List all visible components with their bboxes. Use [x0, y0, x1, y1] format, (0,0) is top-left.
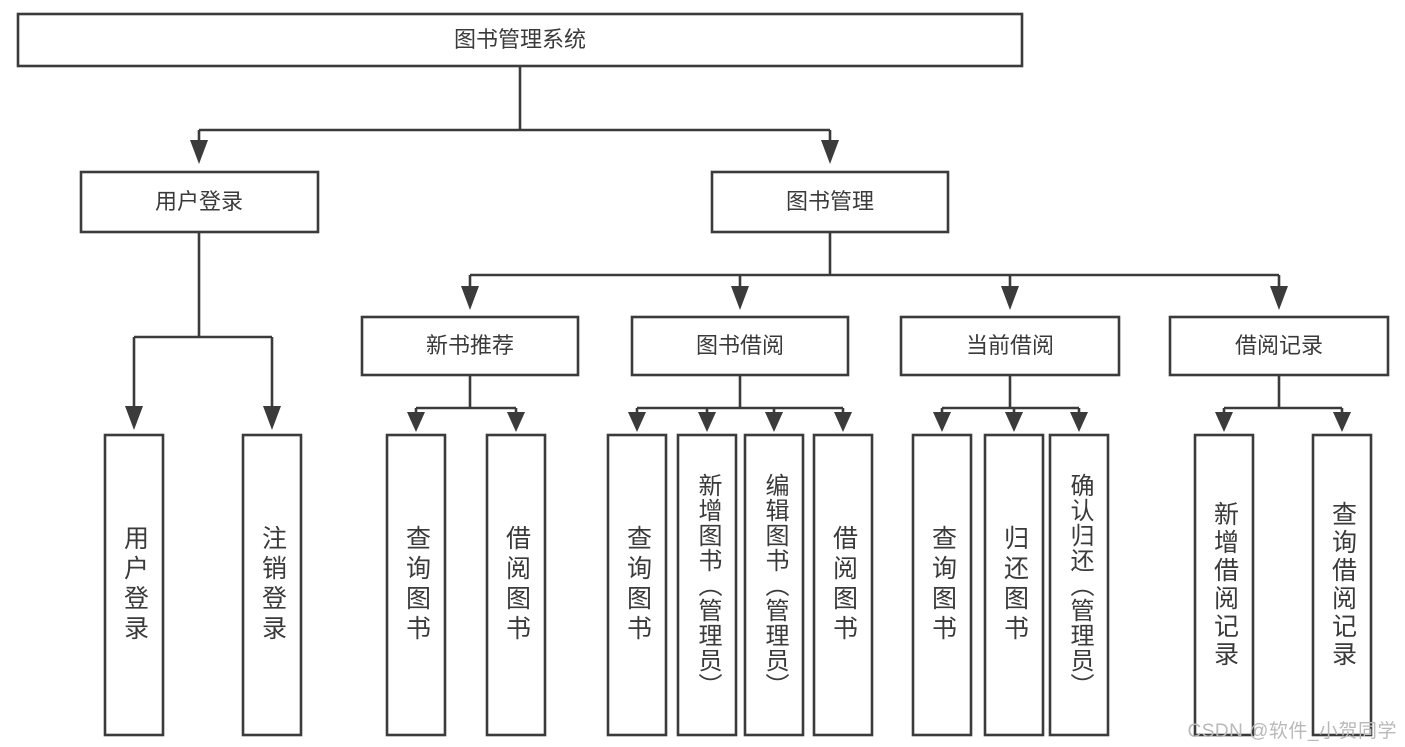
arrow-head-nb-query-book — [407, 412, 425, 432]
arrow-head-leaf-logout — [263, 406, 281, 430]
connector-group-new-book-to-leaves — [407, 375, 525, 432]
connector-group-book-borrow-to-leaves — [628, 375, 852, 432]
arrow-head-bb-edit-book — [765, 412, 783, 432]
arrow-head-new-book — [461, 286, 479, 310]
leaf-box-br-query-record[interactable] — [1311, 433, 1373, 737]
arrow-head-bb-borrow-book — [834, 412, 852, 432]
connector-group-root-to-level2 — [190, 66, 839, 164]
node-book-borrow-label: 图书借阅 — [696, 333, 784, 358]
arrow-head-book-borrow — [731, 286, 749, 310]
leaf-box-cb-return-book[interactable] — [983, 433, 1045, 737]
leaf-box-br-add-record[interactable] — [1193, 433, 1255, 737]
node-book-management-label: 图书管理 — [786, 189, 874, 214]
leaf-box-bb-edit-book[interactable] — [743, 433, 805, 737]
leaf-box-bb-query-book[interactable] — [606, 433, 668, 737]
leaf-box-cb-query-book[interactable] — [911, 433, 973, 737]
arrow-head-br-add-record — [1215, 412, 1233, 432]
connector-group-borrow-record-to-leaves — [1215, 375, 1351, 432]
leaf-boxes-group — [103, 433, 1373, 737]
node-borrow-record-box[interactable] — [1168, 315, 1390, 377]
node-book-borrow[interactable]: 图书借阅 — [630, 315, 850, 377]
arrow-head-cb-return-book — [1005, 412, 1023, 432]
arrow-head-cb-query-book — [933, 412, 951, 432]
leaf-box-bb-add-book[interactable] — [676, 433, 738, 737]
node-book-borrow-box[interactable] — [630, 315, 850, 377]
arrow-head-bb-add-book — [698, 412, 716, 432]
leaf-box-logout[interactable] — [241, 433, 303, 737]
arrow-head-cb-confirm-return — [1070, 412, 1088, 432]
node-new-book-recommend-box[interactable] — [360, 315, 580, 377]
connector-group-user-login-to-leaves — [125, 232, 281, 430]
node-user-login[interactable]: 用户登录 — [79, 170, 320, 234]
arrow-head-nb-borrow-book — [507, 412, 525, 432]
node-new-book-recommend-label: 新书推荐 — [426, 333, 514, 358]
node-book-management-box[interactable] — [710, 170, 950, 234]
arrow-head-bb-query-book — [628, 412, 646, 432]
leaf-box-user-login[interactable] — [103, 433, 165, 737]
arrow-head-leaf-user-login — [125, 406, 143, 430]
connector-group-current-borrow-to-leaves — [933, 375, 1088, 432]
arrow-head-user-login — [190, 140, 208, 164]
node-book-management[interactable]: 图书管理 — [710, 170, 950, 234]
leaf-box-cb-confirm-return[interactable] — [1048, 433, 1110, 737]
node-root-label: 图书管理系统 — [454, 27, 586, 52]
node-borrow-record-label: 借阅记录 — [1235, 333, 1323, 358]
arrow-head-book-mgmt — [821, 140, 839, 164]
leaf-box-bb-borrow-book[interactable] — [812, 433, 874, 737]
node-current-borrow-label: 当前借阅 — [966, 333, 1054, 358]
arrow-head-current-borrow — [1001, 286, 1019, 310]
node-current-borrow[interactable]: 当前借阅 — [899, 315, 1121, 377]
node-borrow-record[interactable]: 借阅记录 — [1168, 315, 1390, 377]
node-root[interactable]: 图书管理系统 — [16, 12, 1024, 68]
leaf-box-nb-borrow-book[interactable] — [485, 433, 547, 737]
csdn-watermark: CSDN @软件_小贺同学 — [1187, 721, 1397, 742]
arrow-head-borrow-record — [1270, 286, 1288, 310]
arrow-head-br-query-record — [1333, 412, 1351, 432]
node-new-book-recommend[interactable]: 新书推荐 — [360, 315, 580, 377]
connector-group-book-mgmt-to-level3 — [461, 232, 1288, 310]
node-user-login-box[interactable] — [79, 170, 320, 234]
node-user-login-label: 用户登录 — [155, 189, 243, 214]
node-current-borrow-box[interactable] — [899, 315, 1121, 377]
leaf-box-nb-query-book[interactable] — [385, 433, 447, 737]
node-root-box[interactable] — [16, 12, 1024, 68]
